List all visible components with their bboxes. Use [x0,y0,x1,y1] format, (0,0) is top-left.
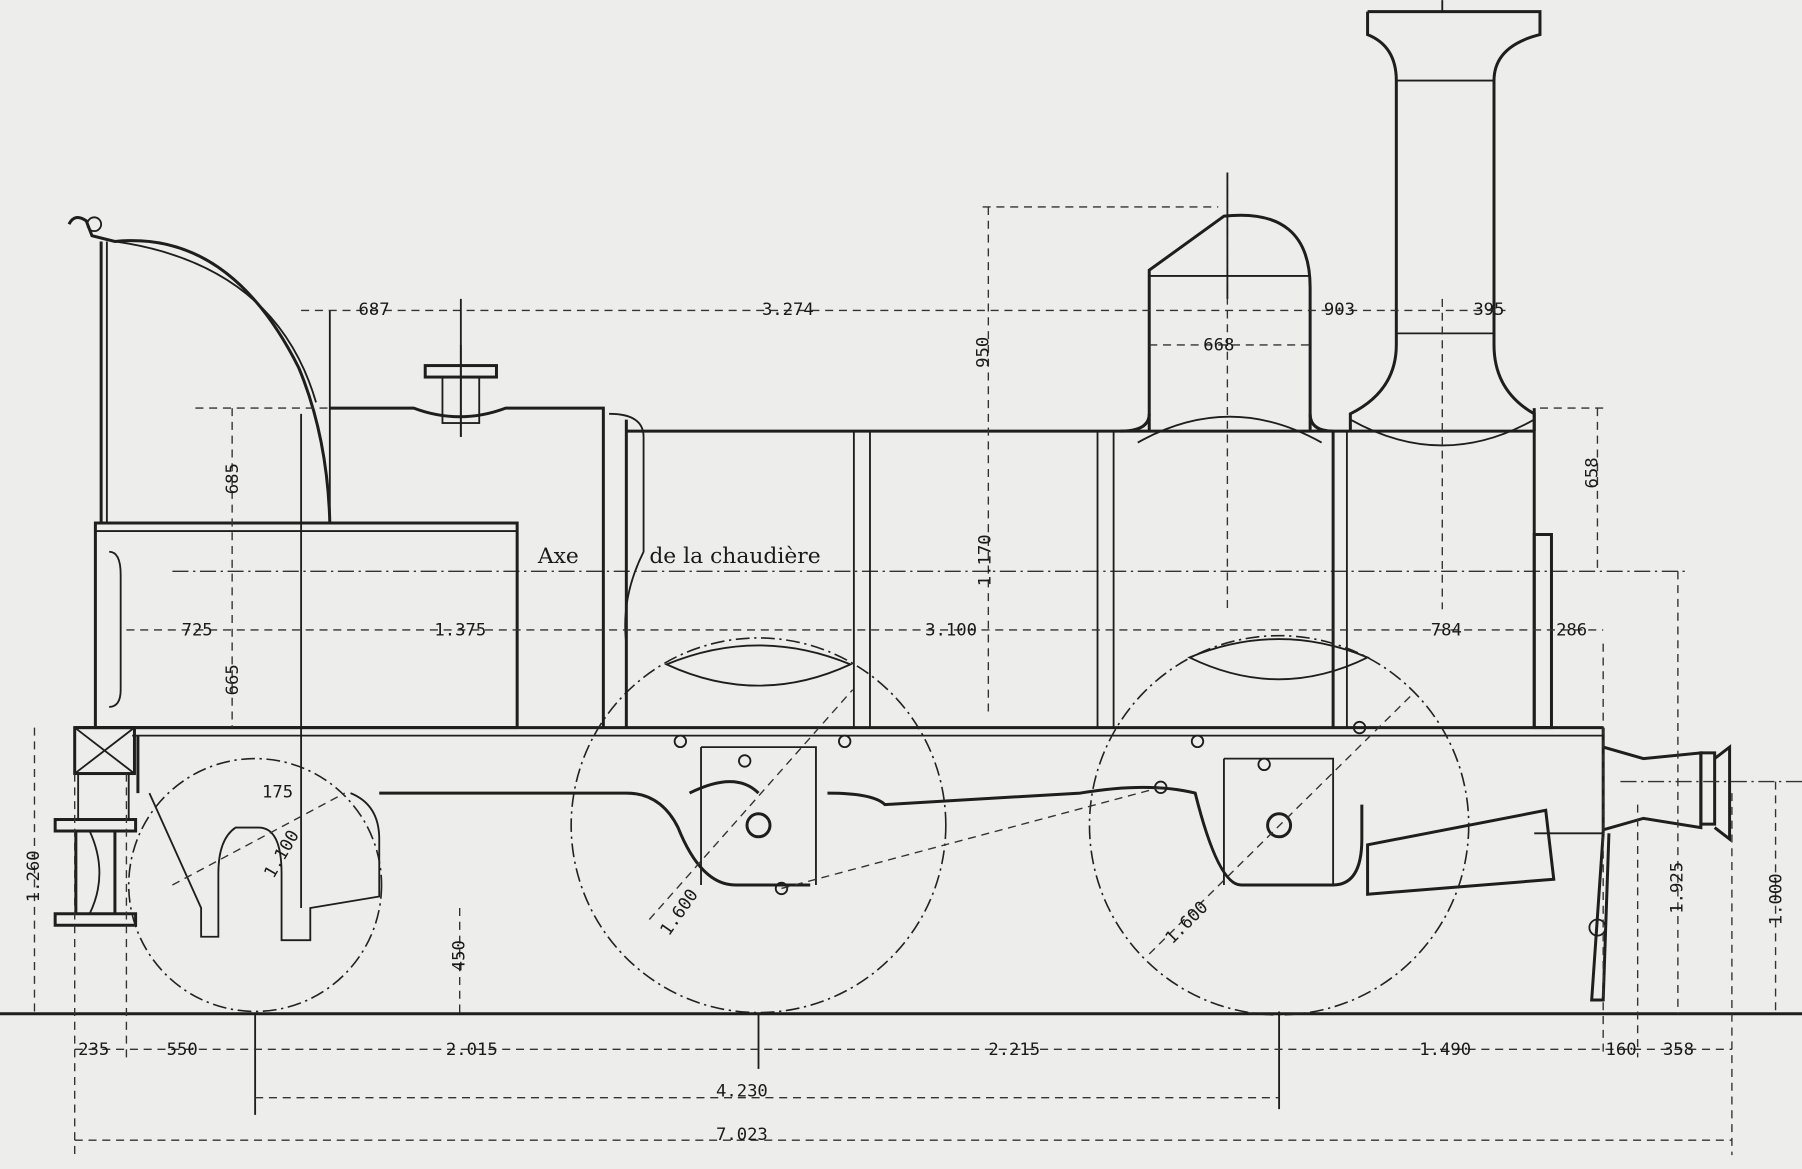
axis-label-axe: Axe [537,544,579,569]
axleboxes [664,638,1370,896]
dim-685: 685 [223,463,243,494]
dim-3100: 3.100 [925,621,977,641]
driving-wheel-1 [570,637,947,1014]
boiler [329,406,1553,730]
dim-1600-a: 1.600 [657,886,703,940]
dim-1375: 1.375 [434,621,486,641]
dim-665: 665 [223,664,243,695]
dim-235: 235 [78,1040,109,1060]
dim-286: 286 [1556,621,1587,641]
rear-wheel [127,757,383,1013]
dim-1000: 1.000 [1766,873,1786,925]
dim-1100: 1.100 [261,827,304,882]
dimension-lines [33,0,1777,1156]
dim-358: 358 [1663,1040,1694,1060]
steam-dome [1120,213,1334,444]
dim-1490: 1.490 [1419,1040,1471,1060]
dim-903: 903 [1324,300,1355,320]
axis-label-chaudiere: de la chaudière [649,544,820,569]
dim-687: 687 [359,300,390,320]
dim-950: 950 [973,337,993,368]
dim-3274: 3.274 [762,300,814,320]
dim-1925: 1.925 [1667,862,1687,914]
dim-4230: 4.230 [716,1081,768,1101]
dim-1170: 1.170 [976,534,996,586]
dim-550: 550 [167,1040,198,1060]
frame [74,726,1605,942]
dim-658: 658 [1582,457,1602,488]
dim-395: 395 [1473,300,1504,320]
dim-2015: 2.015 [446,1040,498,1060]
chimney [1348,10,1542,447]
dim-2215: 2.215 [988,1040,1040,1060]
dim-725: 725 [182,621,213,641]
dim-175: 175 [262,783,293,803]
dim-450: 450 [449,940,469,971]
dim-160: 160 [1605,1040,1636,1060]
dim-668: 668 [1203,336,1234,356]
front-buffer [1588,744,1802,1002]
dim-7023: 7.023 [716,1125,768,1145]
dim-1260: 1.260 [24,850,44,902]
dim-1600-b: 1.600 [1162,898,1213,949]
dim-784: 784 [1431,621,1462,641]
cab [67,215,519,909]
rear-buffer [53,726,138,927]
